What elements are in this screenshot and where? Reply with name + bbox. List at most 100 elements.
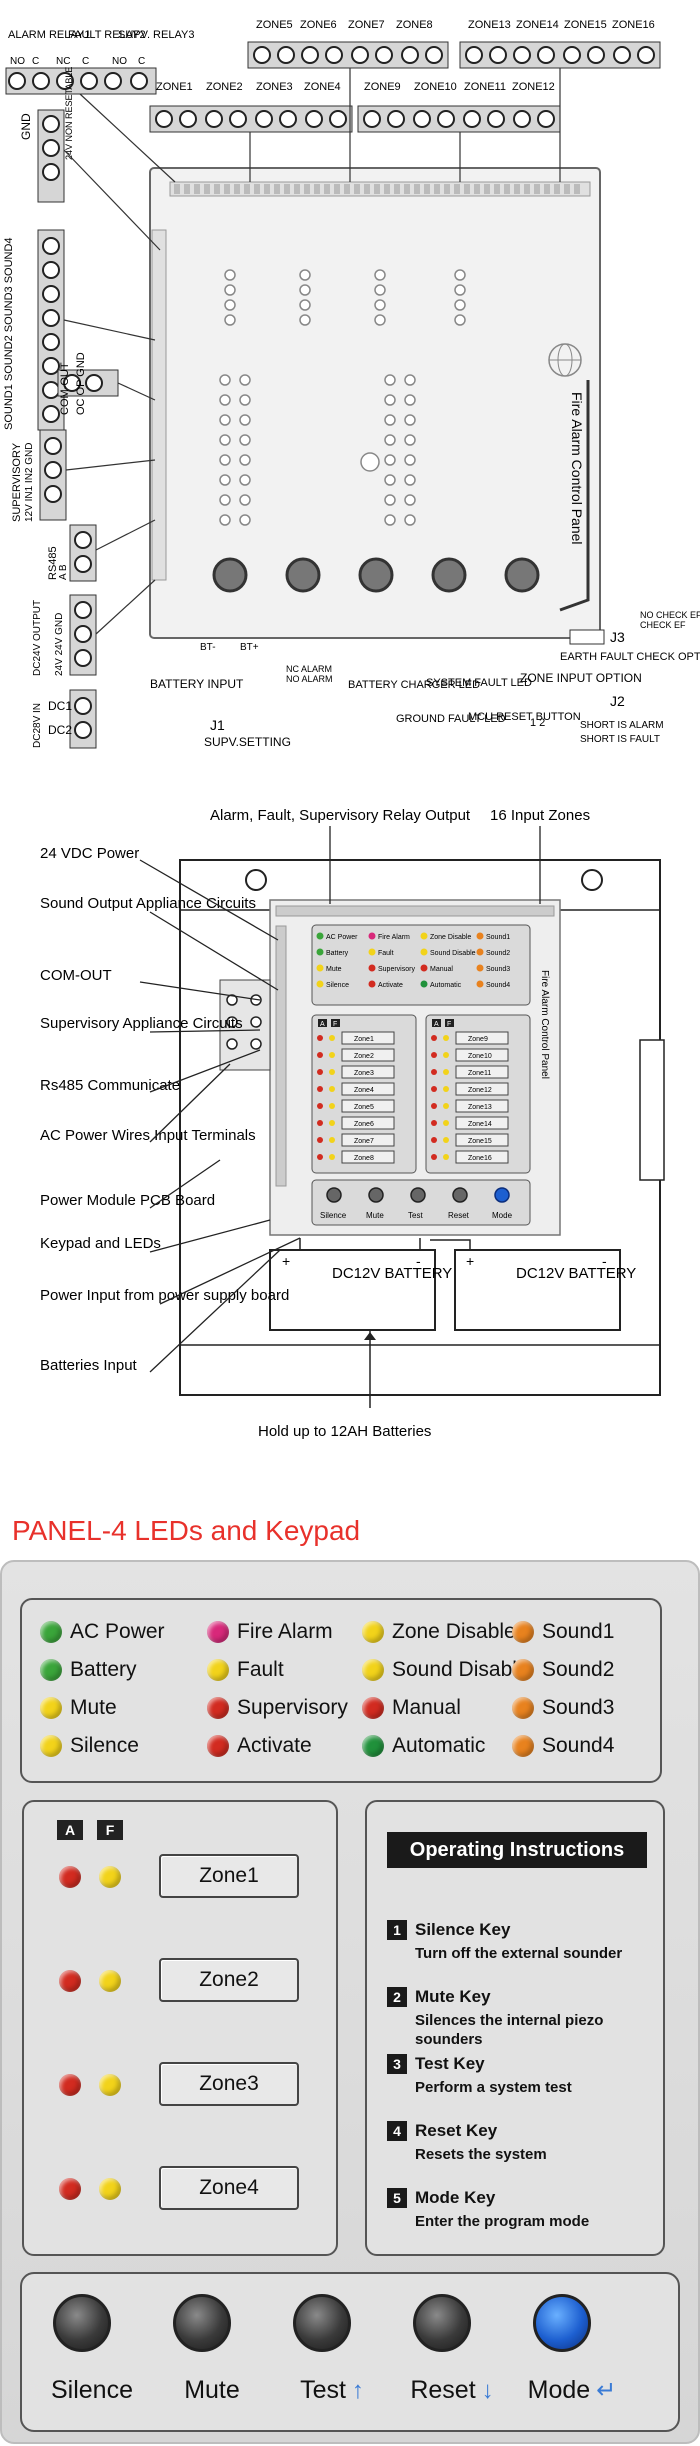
rs485-pins: A B [58,564,69,580]
relay-pin-label: NC [56,56,70,67]
mini-alarm-led [431,1086,437,1092]
supv-label: SUPERVISORY [11,442,23,522]
instruction-key: Mode Key [415,2188,496,2207]
mini-led-label: Manual [430,966,453,973]
led-label: Battery [70,1658,137,1681]
mini-zone-label: Zone6 [354,1121,374,1128]
mini-zone-label: Zone9 [468,1036,488,1043]
mini-led-label: Fault [378,950,394,957]
zone-alarm-led [59,2074,81,2096]
pcb-board [149,167,601,639]
mute-button[interactable] [173,2294,231,2352]
mini-panel-label: Fire Alarm Control Panel [539,970,550,1079]
mini-zone-label: Zone2 [354,1053,374,1060]
supv-pins: 12V IN1 IN2 GND [24,443,35,522]
key-text: Mute [184,2376,240,2404]
mini-alarm-led [317,1086,323,1092]
cabinet-callouts: 24 VDC Power Sound Output Appliance Circ… [40,845,289,1374]
zone-label: ZONE12 [512,81,555,93]
alarm-column-header: A [57,1820,83,1840]
mcu-reset-label: MCU RESET BUTTON [468,711,581,723]
key-text: Silence [51,2376,133,2404]
mini-fault-led [443,1052,449,1058]
instruction-key: Test Key [415,2054,485,2073]
instruction-key: Reset Key [415,2121,498,2140]
mini-led-label: Sound4 [486,982,510,989]
mini-alarm-led [431,1069,437,1075]
zone-label: ZONE7 [348,19,385,31]
mini-zone-box [455,1150,509,1164]
battery-2 [454,1249,621,1331]
mini-fault-led [329,1052,335,1058]
status-led-mute: Mute [40,1696,117,1720]
callout-sound-output: Sound Output Appliance Circuits [40,895,256,912]
mini-af-a: A [434,1021,439,1028]
instruction-desc: Silences the internal piezo sounders [415,2012,604,2048]
mini-alarm-led [317,1137,323,1143]
down-arrow-icon: ↓ [481,2377,494,2404]
ground-led-label: GROUND FAULT LED [396,713,506,725]
mini-led-label: Supervisory [378,966,415,973]
led-indicator [40,1659,62,1681]
callout-comout: COM-OUT [40,967,112,984]
led-label: Sound1 [542,1620,615,1643]
mini-zone-label: Zone10 [468,1053,492,1060]
zone-label-1: Zone1 [159,1854,299,1898]
j3-label: J3 [610,629,625,645]
mini-fault-led [329,1103,335,1109]
mini-zone-label: Zone8 [354,1155,374,1162]
bt-plus-label: BT+ [240,642,259,653]
svg-text:+: + [282,1253,290,1269]
led-label: Sound3 [542,1696,615,1719]
silence-button[interactable] [53,2294,111,2352]
fault-column-header: F [97,1820,123,1840]
mode-button[interactable] [533,2294,591,2352]
zone-label: ZONE5 [256,19,293,31]
key-text: Reset [410,2376,476,2404]
up-arrow-icon: ↑ [351,2377,364,2404]
zone-label: ZONE1 [156,81,193,93]
led-label: Fire Alarm [237,1620,333,1643]
relay-pin-label: C [138,56,145,67]
zone-1-4-terminal-block: ZONE1 ZONE2 ZONE3 ZONE4 [149,81,353,133]
mini-zone-label: Zone4 [354,1087,374,1094]
mini-led-label: Zone Disable [430,934,471,941]
mini-zone-box [455,1082,509,1096]
zone-label: ZONE2 [206,81,243,93]
battery-input-label: BATTERY INPUT [150,677,244,691]
status-led-fault: Fault [207,1658,284,1682]
led-indicator [512,1735,534,1757]
reset-button[interactable] [413,2294,471,2352]
relay-output-title: Alarm, Fault, Supervisory Relay Output [210,807,471,824]
mini-fault-led [329,1137,335,1143]
led-indicator [207,1621,229,1643]
mini-zone-box [455,1133,509,1147]
zone-5-8-terminal-block: ZONE5 ZONE6 ZONE7 ZONE8 [247,19,449,69]
mini-af-f: F [333,1021,337,1028]
relay-pin-label: C [82,56,89,67]
zone-label-4: Zone4 [159,2166,299,2210]
zone-13-16-terminal-block: ZONE13 ZONE14 ZONE15 ZONE16 [459,19,661,69]
mini-key-label: Silence [320,1211,347,1220]
j3-option2: CHECK EF [640,620,686,630]
dc24-label: DC24V OUTPUT [32,600,43,676]
mini-zone-box [341,1031,395,1045]
mini-fault-led [443,1086,449,1092]
led-indicator [40,1697,62,1719]
zone-alarm-led [59,1866,81,1888]
dc2-label: DC2 [48,723,72,737]
led-label: Sound4 [542,1734,615,1757]
status-led-sound2: Sound2 [512,1658,614,1682]
instructions-title: Operating Instructions [387,1832,647,1868]
mini-zone-label: Zone14 [468,1121,492,1128]
dc1-label: DC1 [48,699,72,713]
led-indicator [512,1621,534,1643]
j2-short2: SHORT IS FAULT [580,734,660,745]
pcb-board-diagram: ALARM RELAY1 FAULT RELAY2 SUPV. RELAY3 N… [3,19,700,749]
status-led-manual: Manual [362,1696,461,1720]
mini-zone-label: Zone13 [468,1104,492,1111]
key-text: Mode [527,2376,591,2404]
instruction-number: 1 [387,1920,407,1940]
test-button[interactable] [293,2294,351,2352]
zone-label: ZONE4 [304,81,341,93]
